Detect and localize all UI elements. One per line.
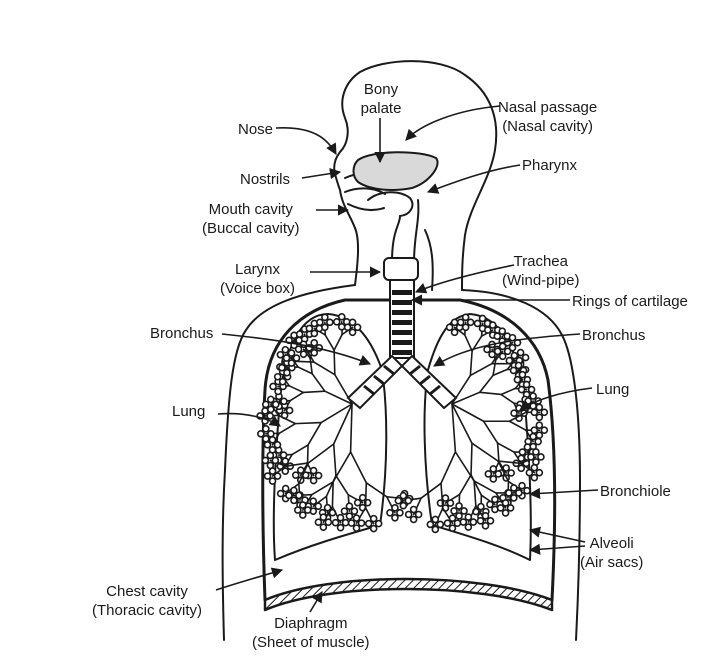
left-lung-outline [272, 313, 388, 561]
torso-right [461, 289, 581, 641]
label-lung-left: Lung [172, 403, 206, 420]
tongue-outline [367, 191, 414, 217]
label-bronchus-left: Bronchus [150, 325, 214, 342]
label-nose: Nose [238, 121, 274, 138]
label-larynx: Larynx(Voice box) [220, 261, 296, 297]
label-bronchiole: Bronchiole [600, 483, 671, 500]
arrow-lung-left [217, 412, 281, 427]
torso-left [221, 284, 356, 641]
arrow-nostrils [301, 168, 342, 180]
arrow-nose [275, 127, 337, 155]
bronchiole-tree [256, 312, 549, 534]
label-chest-cavity: Chest cavity(Thoracic cavity) [92, 583, 203, 619]
arrow-bronchiole [528, 487, 599, 499]
label-lung-right: Lung [596, 381, 630, 398]
arrow-trachea [414, 264, 515, 294]
main-bronchi [346, 354, 458, 410]
right-lung-outline [423, 313, 532, 561]
arrow-diaphragm [309, 591, 323, 613]
bony-palate-shape [352, 151, 439, 191]
pharynx-tube [391, 215, 401, 263]
label-bronchus-right: Bronchus [582, 327, 646, 344]
label-diaphragm: Diaphragm(Sheet of muscle) [252, 615, 370, 651]
label-pharynx: Pharynx [522, 157, 578, 174]
arrow-chest-cavity [215, 567, 284, 591]
arrow-lung-right [519, 387, 593, 411]
arrow-alveoli-1 [528, 526, 586, 543]
larynx-box [383, 257, 419, 281]
neck-inner-back [424, 229, 434, 291]
arrow-nasal-passage [405, 105, 501, 141]
arrow-pharynx [426, 164, 521, 194]
arrow-bronchus-right [433, 333, 581, 367]
label-rings-of-cartilage: Rings of cartilage [572, 293, 688, 310]
arrow-bronchus-left [221, 333, 372, 366]
label-nasal-passage: Nasal passage(Nasal cavity) [498, 99, 598, 135]
trachea-group [383, 257, 419, 359]
diaphragm-outline [263, 577, 554, 612]
label-nostrils: Nostrils [240, 171, 291, 188]
pharynx-tube-back [413, 199, 420, 263]
label-alveoli: Alveoli(Air sacs) [580, 535, 644, 571]
neck-left-outline [354, 227, 359, 286]
label-trachea: Trachea(Wind-pipe) [502, 253, 580, 289]
arrow-alveoli-2 [528, 543, 586, 555]
label-mouth-cavity: Mouth cavity(Buccal cavity) [202, 201, 300, 237]
